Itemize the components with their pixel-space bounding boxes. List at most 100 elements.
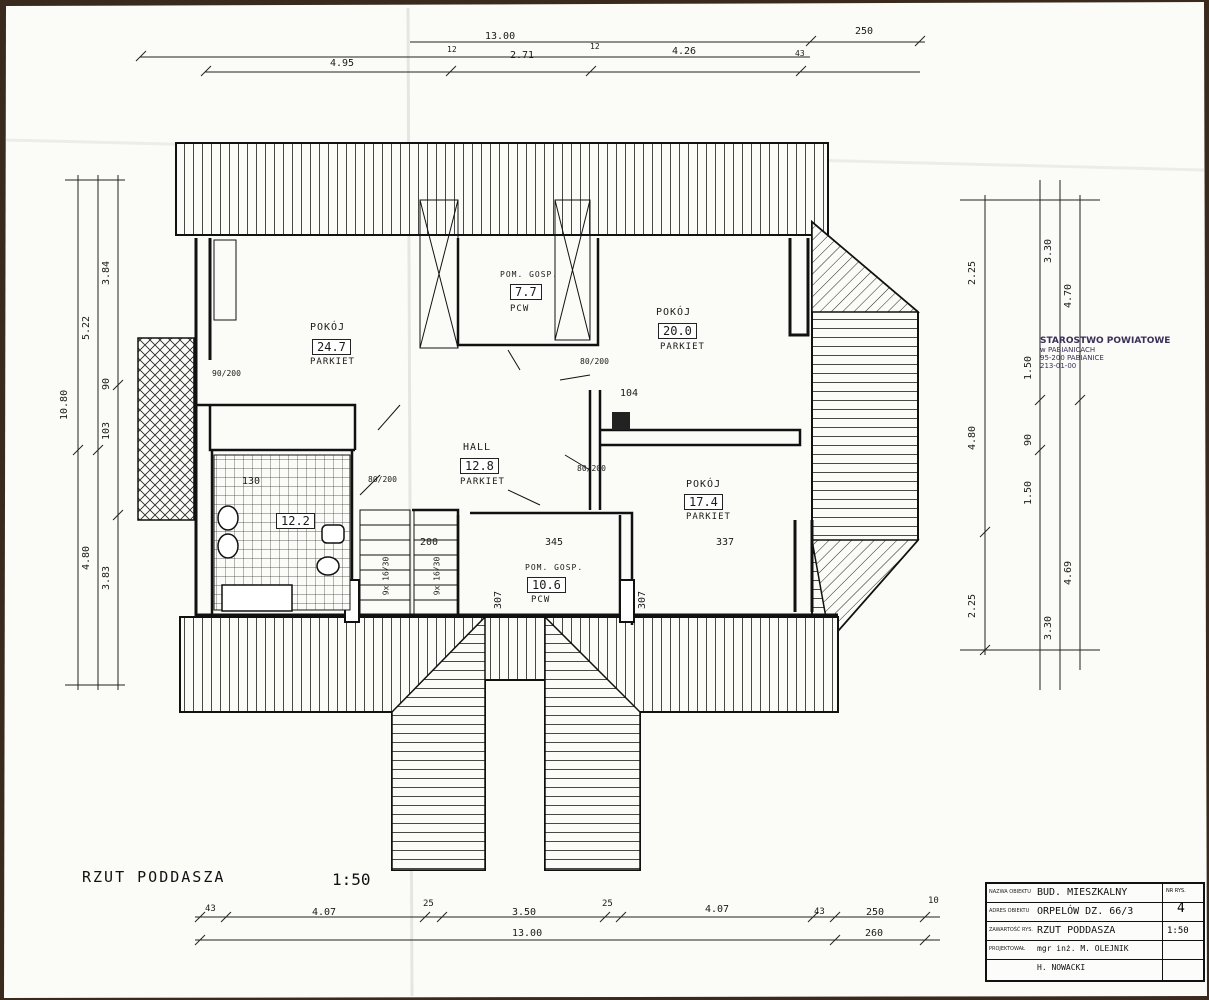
bathtub xyxy=(221,584,293,612)
dormer-left xyxy=(391,615,486,871)
dim-label: 130 xyxy=(242,476,261,487)
stamp-line: STAROSTWO POWIATOWE xyxy=(1040,336,1171,346)
dim-label: 1.50 xyxy=(1023,355,1034,380)
title-block-key: NAZWA OBIEKTU xyxy=(989,889,1031,895)
bottom-dimension-lines xyxy=(194,911,940,946)
stamp-line: 95-200 PABIANICE xyxy=(1040,354,1104,362)
dim-label: 3.50 xyxy=(512,907,537,918)
chimney-label: 104 xyxy=(620,388,639,399)
dim-label: 25 xyxy=(602,899,613,909)
room-name: POKÓJ xyxy=(656,307,692,318)
dim-label: 90 xyxy=(101,377,112,390)
dim-label: 4.07 xyxy=(312,907,337,918)
dim-label: 3.30 xyxy=(1043,615,1054,640)
title-block-object: BUD. MIESZKALNY xyxy=(1037,887,1128,898)
dim-label: 3.30 xyxy=(1043,238,1054,263)
title-block-key: ADRES OBIEKTU xyxy=(989,908,1030,914)
room-floor: PARKIET xyxy=(686,512,731,522)
room-floor: PCW xyxy=(510,304,530,314)
room-name: POM. GOSP. xyxy=(500,270,559,279)
dim-label: 4.70 xyxy=(1063,283,1074,308)
stairs xyxy=(359,509,459,616)
vent-shaft xyxy=(619,579,635,623)
door-label: 90/200 xyxy=(212,369,241,378)
dim-label: 4.26 xyxy=(672,46,697,57)
closets xyxy=(213,199,591,349)
dim-label: 4.07 xyxy=(705,904,730,915)
dim-label: 2.25 xyxy=(967,260,978,285)
door-label: 80/200 xyxy=(368,475,397,484)
title-block-key: PROJEKTOWAŁ xyxy=(989,946,1025,952)
plan-title: RZUT PODDASZA xyxy=(82,868,226,886)
sheet-scale: 1:50 xyxy=(1167,926,1189,936)
stair-label: 9x 16/30 xyxy=(381,556,391,596)
room-name: HALL xyxy=(463,442,492,453)
balcony xyxy=(137,337,195,521)
room-area: 24.7 xyxy=(312,339,351,355)
stamp-line: w PABIANICACH xyxy=(1040,346,1096,354)
dim-label: 250 xyxy=(866,907,885,918)
title-block-row: NAZWA OBIEKTU BUD. MIESZKALNY xyxy=(987,884,1203,903)
left-dimension-lines xyxy=(65,175,125,690)
room-name: POKÓJ xyxy=(310,322,346,333)
room-area: 7.7 xyxy=(510,284,542,300)
room-area: 20.0 xyxy=(658,323,697,339)
dim-label: 103 xyxy=(101,421,112,440)
dormer-right xyxy=(544,615,641,871)
dim-label: 13.00 xyxy=(512,928,543,939)
door-label: 80/200 xyxy=(580,357,609,366)
washbasin xyxy=(217,533,239,559)
title-block-drawing: RZUT PODDASZA xyxy=(1037,925,1116,936)
title-block-row: H. NOWACKI xyxy=(987,960,1203,978)
room-name: POKÓJ xyxy=(686,479,722,490)
dim-label: 4.80 xyxy=(967,425,978,450)
dim-label: 4.95 xyxy=(330,58,355,69)
dim-label: 43 xyxy=(814,907,825,917)
dim-label: 345 xyxy=(545,537,564,548)
dim-label: 12 xyxy=(447,45,457,54)
sheet-no-label: NR RYS. xyxy=(1166,888,1186,894)
stamp-line: 213-01-00 xyxy=(1040,362,1077,370)
dim-label: 307 xyxy=(637,590,649,610)
chimney xyxy=(612,412,630,430)
door-label: 80/200 xyxy=(577,464,606,473)
dim-label: 337 xyxy=(716,537,735,548)
title-block-key: ZAWARTOŚĆ RYS. xyxy=(989,927,1033,933)
dim-label: 10 xyxy=(928,896,939,906)
dim-label: 4.80 xyxy=(81,545,92,570)
title-block-designer: mgr inż. M. OLEJNIK xyxy=(1037,944,1129,953)
dim-label: 3.84 xyxy=(101,260,112,285)
roof-bay-hatch-bottom xyxy=(811,539,920,642)
title-block-drawer: H. NOWACKI xyxy=(1037,963,1086,972)
dim-label: 2.71 xyxy=(510,50,535,61)
room-area: 12.8 xyxy=(460,458,499,474)
washbasin xyxy=(217,505,239,531)
dim-label: 307 xyxy=(493,590,505,610)
dim-label: 43 xyxy=(795,49,805,58)
title-block: NAZWA OBIEKTU BUD. MIESZKALNY ADRES OBIE… xyxy=(985,882,1205,982)
title-block-row: ZAWARTOŚĆ RYS. RZUT PODDASZA xyxy=(987,922,1203,941)
dim-label: 13.00 xyxy=(485,31,516,42)
sheet-no: 4 xyxy=(1177,901,1185,916)
right-dimension-lines xyxy=(960,180,1100,690)
bidet xyxy=(321,524,345,544)
dim-label: 4.69 xyxy=(1063,560,1074,585)
room-floor: PARKIET xyxy=(660,342,705,352)
room-area: 10.6 xyxy=(527,577,566,593)
room-floor: PCW xyxy=(531,595,551,605)
title-block-sheet-column: NR RYS. 4 1:50 xyxy=(1162,884,1203,980)
dim-label: 260 xyxy=(865,928,884,939)
title-block-location: ORPELÓW DZ. 66/3 xyxy=(1037,906,1134,917)
dim-label: 43 xyxy=(205,904,216,914)
dim-label: 200 xyxy=(420,537,439,548)
toilet xyxy=(316,556,340,576)
dim-label: 250 xyxy=(855,26,874,37)
dim-label: 12 xyxy=(590,42,600,51)
dim-label: 1.50 xyxy=(1023,480,1034,505)
room-name: POM. GOSP. xyxy=(525,563,584,572)
dim-label: 25 xyxy=(423,899,434,909)
dim-label: 2.25 xyxy=(967,593,978,618)
paper-sheet xyxy=(4,2,1207,998)
dim-label: 90 xyxy=(1023,433,1034,446)
